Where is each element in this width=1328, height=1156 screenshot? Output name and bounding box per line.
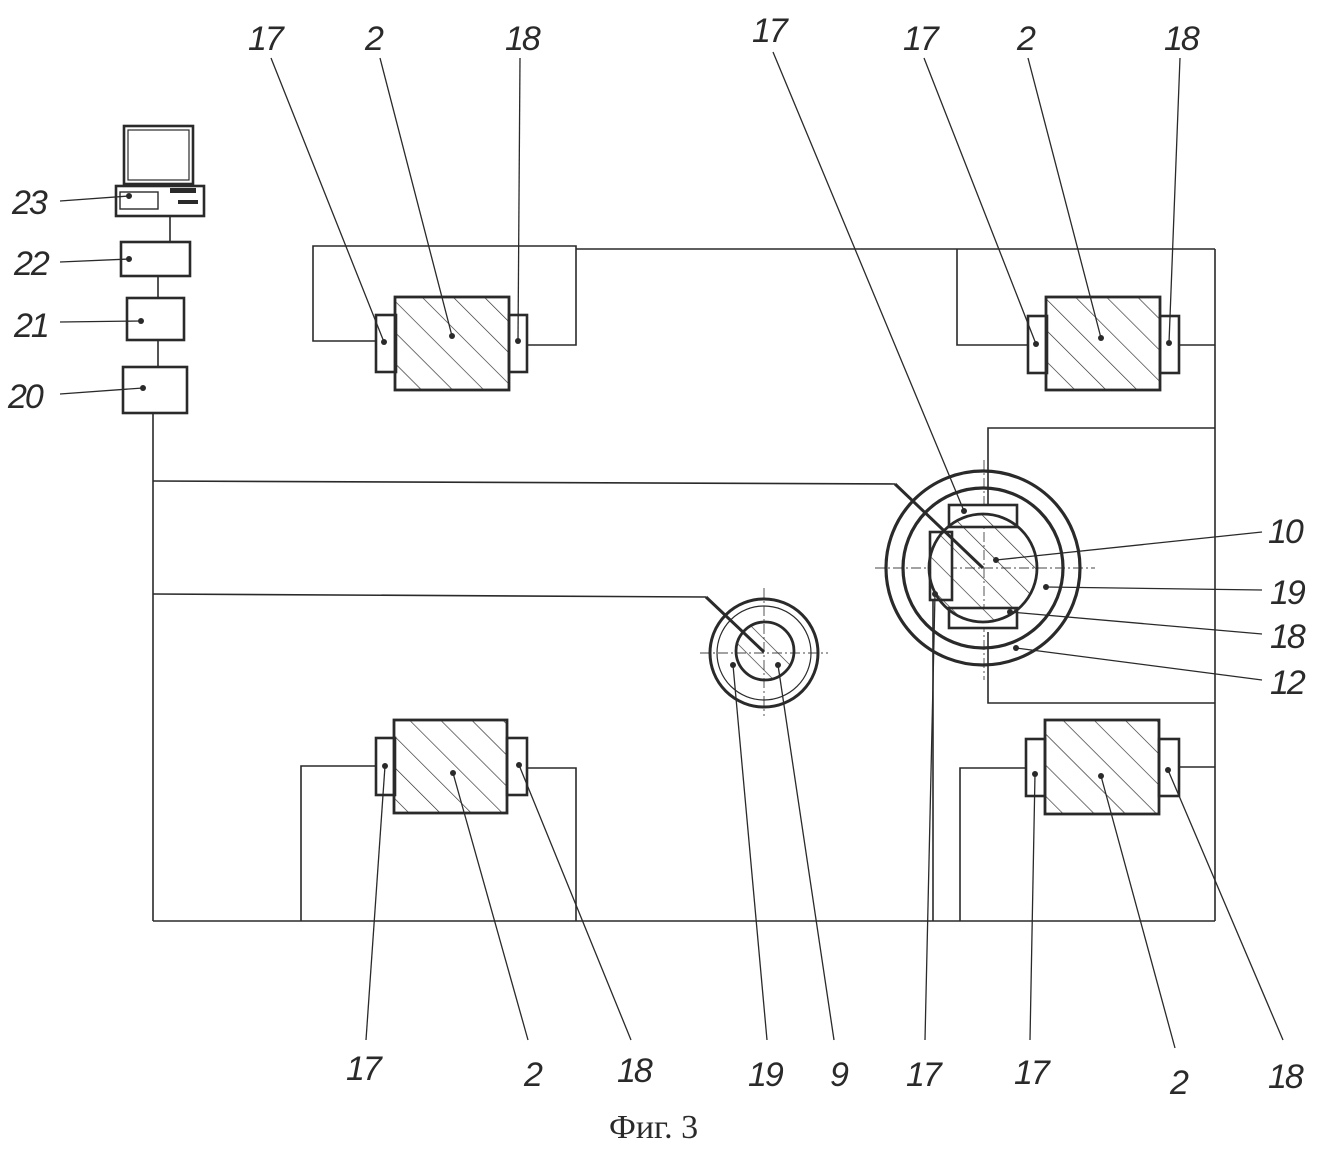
unit-bottom-right	[1026, 720, 1179, 814]
label-22: 22	[13, 245, 50, 283]
label-18-bottom-left: 18	[617, 1052, 653, 1090]
computer-unit-23	[116, 126, 204, 216]
label-18-bottom-right: 18	[1268, 1058, 1304, 1096]
label-17-top-center: 17	[752, 12, 789, 50]
block-20	[123, 367, 187, 413]
label-20: 20	[7, 378, 44, 416]
label-19-bottom: 19	[748, 1056, 784, 1094]
label-17-top-right: 17	[903, 20, 940, 58]
label-12: 12	[1270, 664, 1306, 702]
label-18-top-right: 18	[1164, 20, 1200, 58]
label-2-bottom-left: 2	[523, 1056, 543, 1094]
reference-numerals: 23 22 21 20 17 2 18 17 17 2 18 10 19 18 …	[7, 12, 1306, 1102]
label-18-top-left: 18	[505, 20, 541, 58]
label-2-top-right: 2	[1016, 20, 1036, 58]
unit-bottom-left	[376, 720, 527, 813]
label-17-bottom-center: 17	[906, 1056, 943, 1094]
unit-top-right	[1028, 297, 1179, 390]
label-19-right: 19	[1270, 574, 1306, 612]
label-23: 23	[11, 184, 48, 222]
label-2-bottom-right: 2	[1169, 1064, 1189, 1102]
label-9: 9	[830, 1056, 849, 1094]
label-21: 21	[13, 307, 48, 345]
sensor-large	[875, 460, 1095, 680]
label-17-top-left: 17	[248, 20, 285, 58]
unit-top-left	[376, 297, 527, 390]
label-10: 10	[1268, 513, 1304, 551]
label-17-bottom-right: 17	[1014, 1054, 1051, 1092]
label-17-bottom-left: 17	[346, 1050, 383, 1088]
label-18-right: 18	[1270, 618, 1306, 656]
leader-lines	[60, 52, 1283, 1048]
block-21	[127, 298, 184, 340]
sensor-small	[700, 588, 828, 716]
computer-monitor	[124, 126, 193, 184]
figure-caption: Фиг. 3	[609, 1109, 698, 1146]
label-2-top-left: 2	[364, 20, 384, 58]
